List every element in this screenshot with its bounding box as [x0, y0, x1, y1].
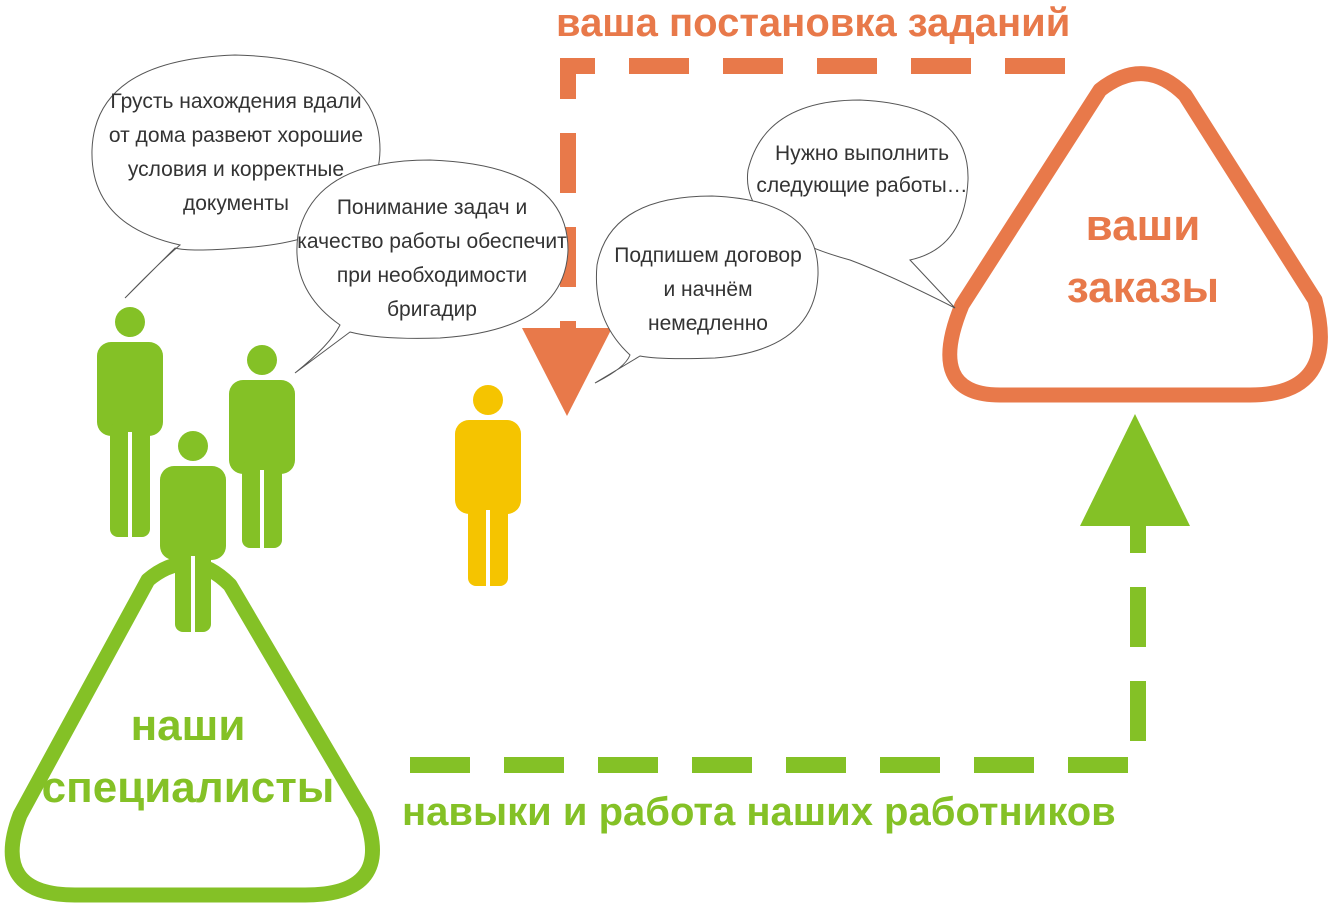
specialists-label-line2: специалисты	[42, 763, 335, 812]
bubble-1-line-4: документы	[183, 192, 289, 215]
orders-label-line1: ваши	[1086, 201, 1201, 250]
bubble-1-line-2: от дома развеют хорошие	[109, 124, 363, 147]
green-arrow-head	[1080, 414, 1190, 526]
specialists-label-line1: наши	[131, 701, 246, 750]
bubble-2-line-2: качество работы обеспечит	[297, 230, 567, 253]
bubble-2-line-4: бригадир	[387, 298, 477, 321]
speech-bubble-3: Подпишем договор и начнём немедленно	[594, 195, 819, 384]
person-icon	[160, 431, 226, 632]
orange-arrow-head	[522, 328, 612, 416]
speech-bubble-1: Грусть нахождения вдали от дома развеют …	[91, 54, 381, 299]
speech-bubble-2: Понимание задач и качество работы обеспе…	[294, 159, 569, 374]
bubble-3-line-1: Подпишем договор	[614, 244, 802, 267]
top-flow-label: ваша постановка заданий	[556, 1, 1070, 45]
bubble-4-line-1: Нужно выполнить	[775, 142, 949, 165]
bottom-flow-label: навыки и работа наших работников	[402, 790, 1116, 834]
orders-label-line2: заказы	[1067, 263, 1219, 312]
person-icon	[97, 307, 163, 537]
bubble-1-line-1: Грусть нахождения вдали	[110, 90, 361, 113]
bubble-2-line-1: Понимание задач и	[337, 196, 527, 219]
bubble-1-line-3: условия и корректные	[128, 158, 344, 181]
bubble-3-line-3: немедленно	[648, 312, 768, 335]
speech-bubble-4: Нужно выполнить следующие работы…	[746, 99, 969, 309]
bubble-2-line-3: при необходимости	[337, 264, 527, 287]
bubble-4-line-2: следующие работы…	[756, 174, 967, 197]
green-dashed-arrow-path	[410, 526, 1146, 773]
person-icon	[455, 385, 521, 586]
orders-triangle	[942, 66, 1328, 403]
person-icon	[229, 345, 295, 548]
bubble-3-line-2: и начнём	[663, 278, 752, 301]
